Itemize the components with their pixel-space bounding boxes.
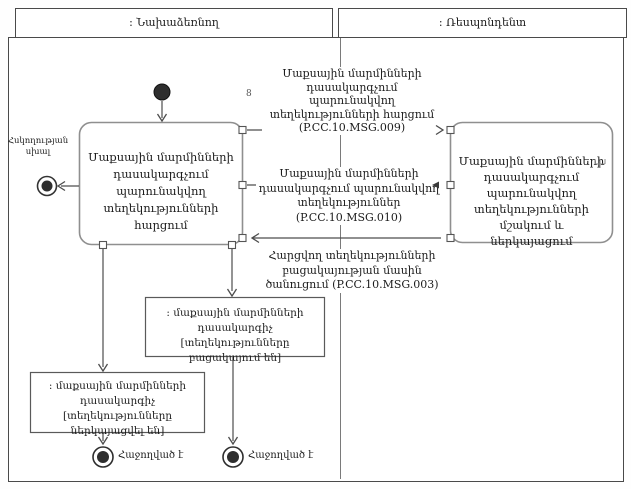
arrowhead-start-icon [156, 113, 168, 123]
rake-icon [594, 159, 606, 168]
arrowheads [56, 113, 445, 446]
pin-request-top-icon [238, 125, 247, 135]
final-node-left [92, 446, 114, 468]
final-node-left-core [97, 451, 109, 463]
pin-request-mid-icon [238, 180, 247, 190]
object-presented-label: : մաքսային մարմինների դասակարգիչ [տեղեկո… [48, 380, 187, 437]
final-node-right [222, 446, 244, 468]
arrowhead-to-missing-icon [226, 288, 238, 298]
message-info-label: Մաքսային մարմինների դասակարգչում պարունա… [256, 167, 442, 225]
control-error-label: Հսկողության սխալ [7, 136, 69, 157]
pins [98, 125, 455, 250]
final-node-right-core [227, 451, 239, 463]
pin-process-top-icon [446, 125, 455, 135]
arrowhead-msg003-icon [250, 232, 260, 244]
pin-request-bottom-icon [238, 233, 247, 243]
arrowhead-final-right-icon [227, 436, 239, 446]
error-final-node-core [41, 180, 53, 192]
message-request-label: Մաքսային մարմինների դասակարգչում պարունա… [262, 67, 442, 135]
message-marker-icon: 8 [246, 89, 252, 99]
lane-title-initiator: : Նախաձեռնող [129, 16, 219, 29]
activity-process-label: Մաքսային մարմինների դասակարգչում պարունա… [458, 154, 605, 248]
object-missing-box [144, 296, 326, 358]
initial-node [153, 83, 171, 101]
error-final-node [36, 175, 58, 197]
pin-process-mid-icon [446, 180, 455, 190]
object-missing-label: : մաքսային մարմինների դասակարգիչ [տեղեկո… [166, 307, 304, 364]
lane-header-respondent: : Ռեսպոնդենտ [338, 8, 627, 38]
arrowhead-final-left-icon [97, 436, 109, 446]
success-label-left: Հաջողված է [118, 450, 184, 461]
lane-title-respondent: : Ռեսպոնդենտ [438, 16, 527, 29]
arrowhead-error-icon [56, 180, 66, 192]
activity-request-label: Մաքսային մարմինների դասակարգչում պարունա… [88, 150, 234, 232]
arrowhead-msg009-icon [435, 124, 445, 136]
success-label-right: Հաջողված է [248, 450, 314, 461]
object-presented-box [29, 371, 206, 434]
arrowhead-msg010-icon [432, 181, 439, 189]
pin-request-south-right-icon [227, 240, 237, 250]
pin-request-south-left-icon [98, 240, 108, 250]
pin-process-bottom-icon [446, 233, 455, 243]
lane-header-initiator: : Նախաձեռնող [15, 8, 333, 38]
arrowhead-to-presented-icon [97, 363, 109, 373]
message-absence-label: Հարցվող տեղեկությունների բացակայության մ… [263, 249, 441, 293]
